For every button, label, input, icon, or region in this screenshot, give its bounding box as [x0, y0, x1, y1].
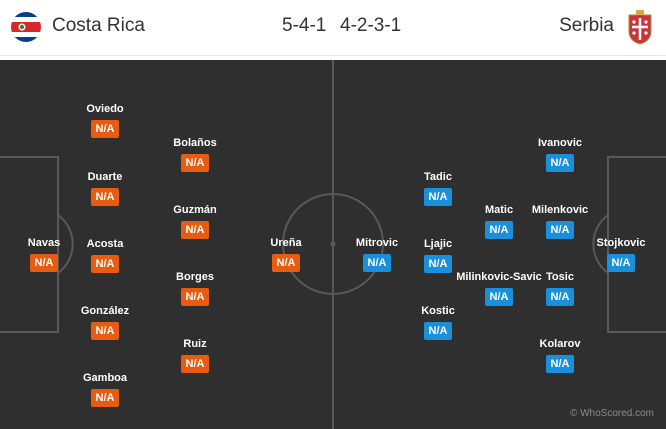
pitch: Navas N/A Oviedo N/A Duarte N/A Acosta N…: [0, 60, 666, 429]
costa-rica-flag-icon: [11, 12, 41, 42]
player-milenkovic[interactable]: Milenkovic N/A: [515, 204, 605, 239]
player-name: Acosta: [86, 238, 124, 250]
player-rating: N/A: [91, 322, 119, 340]
player-stojkovic[interactable]: Stojkovic N/A: [576, 237, 666, 272]
player-borges[interactable]: Borges N/A: [150, 271, 240, 306]
player-name: Guzmán: [173, 204, 217, 216]
player-acosta[interactable]: Acosta N/A: [60, 238, 150, 273]
away-team-name: Serbia: [559, 15, 614, 36]
player-name: Duarte: [87, 171, 123, 183]
player-rating: N/A: [424, 255, 452, 273]
player-tosic[interactable]: Tosic N/A: [515, 271, 605, 306]
player-rating: N/A: [546, 221, 574, 239]
player-name: Matic: [484, 204, 514, 216]
player-name: Navas: [27, 237, 61, 249]
player-rating: N/A: [91, 188, 119, 206]
player-rating: N/A: [91, 255, 119, 273]
player-rating: N/A: [181, 288, 209, 306]
player-rating: N/A: [272, 254, 300, 272]
player-name: Kolarov: [539, 338, 581, 350]
player-rating: N/A: [363, 254, 391, 272]
player-urena[interactable]: Ureña N/A: [241, 237, 331, 272]
player-name: González: [80, 305, 130, 317]
player-rating: N/A: [91, 120, 119, 138]
player-rating: N/A: [424, 188, 452, 206]
player-milinkovic-savic[interactable]: Milinkovic-Savic N/A: [454, 271, 544, 306]
player-rating: N/A: [181, 221, 209, 239]
player-navas[interactable]: Navas N/A: [0, 237, 89, 272]
pitch-markings: [0, 60, 666, 429]
home-formation: 5-4-1: [282, 15, 327, 36]
player-rating: N/A: [181, 154, 209, 172]
player-kolarov[interactable]: Kolarov N/A: [515, 338, 605, 373]
player-duarte[interactable]: Duarte N/A: [60, 171, 150, 206]
player-kostic[interactable]: Kostic N/A: [393, 305, 483, 340]
player-name: Mitrovic: [355, 237, 399, 249]
player-bolanos[interactable]: Bolaños N/A: [150, 137, 240, 172]
player-name: Ljajic: [423, 238, 453, 250]
player-rating: N/A: [485, 288, 513, 306]
player-tadic[interactable]: Tadic N/A: [393, 171, 483, 206]
player-name: Ureña: [270, 237, 302, 249]
player-rating: N/A: [181, 355, 209, 373]
player-oviedo[interactable]: Oviedo N/A: [60, 103, 150, 138]
watermark: © WhoScored.com: [569, 408, 654, 419]
player-rating: N/A: [546, 288, 574, 306]
player-name: Tosic: [546, 271, 574, 283]
player-guzman[interactable]: Guzmán N/A: [150, 204, 240, 239]
player-name: Bolaños: [173, 137, 217, 149]
player-name: Ruiz: [183, 338, 207, 350]
player-ljajic[interactable]: Ljajic N/A: [393, 238, 483, 273]
player-name: Tadic: [424, 171, 452, 183]
player-name: Milenkovic: [531, 204, 589, 216]
player-mitrovic[interactable]: Mitrovic N/A: [332, 237, 422, 272]
player-rating: N/A: [546, 355, 574, 373]
player-rating: N/A: [546, 154, 574, 172]
player-name: Gamboa: [82, 372, 127, 384]
player-name: Milinkovic-Savic: [456, 271, 542, 283]
player-rating: N/A: [607, 254, 635, 272]
player-rating: N/A: [30, 254, 58, 272]
player-gamboa[interactable]: Gamboa N/A: [60, 372, 150, 407]
player-name: Ivanovic: [537, 137, 583, 149]
home-team-name: Costa Rica: [52, 15, 145, 36]
match-header: Costa Rica 5-4-1 4-2-3-1 Serbia: [0, 0, 666, 56]
player-gonzalez[interactable]: González N/A: [60, 305, 150, 340]
serbia-crest-icon: [626, 9, 654, 45]
player-name: Borges: [176, 271, 214, 283]
player-ruiz[interactable]: Ruiz N/A: [150, 338, 240, 373]
away-formation: 4-2-3-1: [340, 15, 402, 36]
player-matic[interactable]: Matic N/A: [454, 204, 544, 239]
player-ivanovic[interactable]: Ivanovic N/A: [515, 137, 605, 172]
player-name: Kostic: [421, 305, 455, 317]
player-name: Stojkovic: [596, 237, 646, 249]
player-name: Oviedo: [86, 103, 124, 115]
player-rating: N/A: [424, 322, 452, 340]
player-rating: N/A: [91, 389, 119, 407]
player-rating: N/A: [485, 221, 513, 239]
